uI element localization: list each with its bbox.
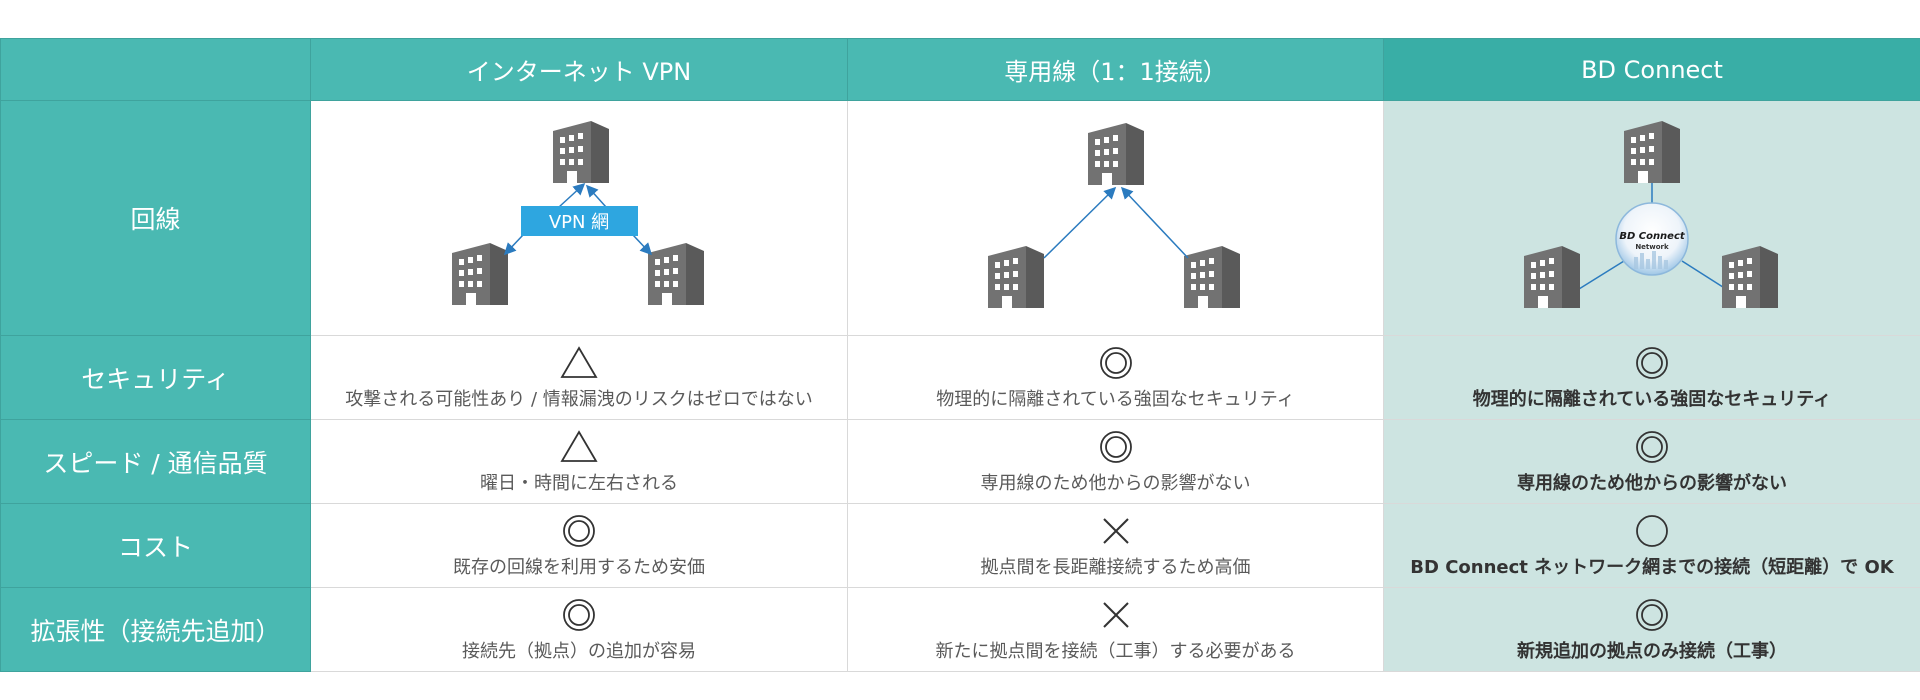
cell-cost-bd-connect: BD Connect ネットワーク網までの接続（短距離）で OK [1383, 503, 1920, 588]
bd-connect-logo-subtitle: Network [1635, 243, 1669, 251]
cross-icon [1102, 601, 1129, 628]
cost-vpn-text: 既存の回線を利用するため安価 [453, 556, 705, 578]
building-icon [553, 121, 609, 183]
row-header-line: 回線 [0, 100, 311, 336]
building-icon [1088, 123, 1144, 185]
bd-connect-logo-title: BD Connect [1619, 231, 1686, 242]
cell-cost-vpn: 既存の回線を利用するため安価 [310, 503, 848, 588]
building-icon [1722, 246, 1778, 308]
speed-vpn-text: 曜日・時間に左右される [480, 472, 678, 494]
triangle-icon [560, 429, 598, 462]
cell-speed-vpn: 曜日・時間に左右される [310, 419, 848, 504]
security-vpn-text: 攻撃される可能性あり / 情報漏洩のリスクはゼロではない [345, 388, 813, 410]
row-header-speed: スピード / 通信品質 [0, 419, 311, 504]
expand-bd-connect-text: 新規追加の拠点のみ接続（工事） [1517, 640, 1787, 662]
double-circle-icon [563, 514, 595, 547]
comparison-table: インターネット VPN 専用線（1：1接続） BD Connect 回線 VPN… [0, 38, 1920, 672]
circle-icon [1636, 514, 1668, 547]
cell-expand-vpn: 接続先（拠点）の追加が容易 [310, 587, 848, 672]
security-bd-connect-text: 物理的に隔離されている強固なセキュリティ [1472, 388, 1832, 410]
row-line: 回線 VPN 網 [0, 100, 1920, 336]
building-icon [1524, 246, 1580, 308]
vpn-network-label: VPN 網 [549, 212, 609, 233]
row-header-expand: 拡張性（接続先追加） [0, 587, 311, 672]
building-icon [1624, 121, 1680, 183]
cell-security-vpn: 攻撃される可能性あり / 情報漏洩のリスクはゼロではない [310, 335, 848, 420]
row-security: セキュリティ 攻撃される可能性あり / 情報漏洩のリスクはゼロではない 物理的に… [0, 335, 1920, 420]
row-header-cost: コスト [0, 503, 311, 588]
cell-cost-dedicated: 拠点間を長距離接続するため高価 [847, 503, 1384, 588]
row-cost: コスト 既存の回線を利用するため安価 拠点間を長距離接続するため高価 BD Co… [0, 503, 1920, 588]
double-circle-icon [563, 598, 595, 631]
cell-security-bd-connect: 物理的に隔離されている強固なセキュリティ [1383, 335, 1920, 420]
speed-bd-connect-text: 専用線のため他からの影響がない [1517, 472, 1787, 494]
expand-dedicated-text: 新たに拠点間を接続（工事）する必要がある [935, 640, 1296, 662]
double-circle-icon [1636, 598, 1668, 631]
row-speed: スピード / 通信品質 曜日・時間に左右される 専用線のため他からの影響がない … [0, 419, 1920, 504]
cost-bd-connect-text: BD Connect ネットワーク網までの接続（短距離）で OK [1410, 556, 1894, 578]
header-row: インターネット VPN 専用線（1：1接続） BD Connect [0, 38, 1920, 101]
cell-expand-bd-connect: 新規追加の拠点のみ接続（工事） [1383, 587, 1920, 672]
dedicated-line-diagram [988, 123, 1240, 308]
triangle-icon [560, 345, 598, 378]
cell-speed-bd-connect: 専用線のため他からの影響がない [1383, 419, 1920, 504]
building-icon [648, 243, 704, 305]
cost-dedicated-text: 拠点間を長距離接続するため高価 [980, 556, 1251, 578]
vpn-network-diagram: VPN 網 [452, 121, 704, 305]
vpn-network-box [521, 206, 638, 236]
column-header-bd-connect: BD Connect [1383, 38, 1920, 101]
cell-expand-dedicated: 新たに拠点間を接続（工事）する必要がある [847, 587, 1384, 672]
cell-security-dedicated: 物理的に隔離されている強固なセキュリティ [847, 335, 1384, 420]
column-header-vpn: インターネット VPN [310, 38, 848, 101]
building-icon [452, 243, 508, 305]
building-icon [988, 246, 1044, 308]
header-corner [0, 38, 311, 101]
expand-vpn-text: 接続先（拠点）の追加が容易 [462, 640, 696, 662]
double-circle-icon [1636, 430, 1668, 463]
double-circle-icon [1099, 346, 1132, 379]
cell-speed-dedicated: 専用線のため他からの影響がない [847, 419, 1384, 504]
column-header-dedicated: 専用線（1：1接続） [847, 38, 1384, 101]
diagram-bd-connect: BD Connect Network [1383, 100, 1920, 336]
diagram-dedicated [847, 100, 1384, 336]
diagram-vpn: VPN 網 [310, 100, 848, 336]
row-expand: 拡張性（接続先追加） 接続先（拠点）の追加が容易 新たに拠点間を接続（工事）する… [0, 587, 1920, 672]
building-icon [1184, 246, 1240, 308]
double-circle-icon [1636, 346, 1668, 379]
bd-connect-diagram: BD Connect Network [1524, 121, 1778, 308]
cross-icon [1102, 517, 1129, 544]
security-dedicated-text: 物理的に隔離されている強固なセキュリティ [936, 388, 1295, 410]
speed-dedicated-text: 専用線のため他からの影響がない [980, 472, 1251, 494]
double-circle-icon [1099, 430, 1132, 463]
row-header-security: セキュリティ [0, 335, 311, 420]
